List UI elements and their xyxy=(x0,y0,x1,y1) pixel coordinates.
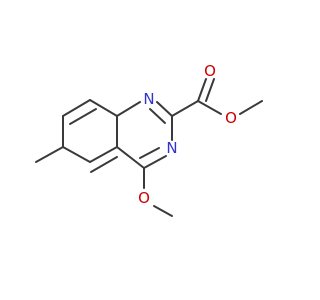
bond xyxy=(153,205,173,217)
bond xyxy=(89,146,118,163)
bond xyxy=(149,108,166,124)
bond xyxy=(197,100,222,115)
bond xyxy=(62,146,91,163)
molecule-svg: N N O O O xyxy=(35,62,263,217)
molecule-diagram: N N O O O xyxy=(35,62,263,217)
bond xyxy=(205,78,215,102)
bond xyxy=(156,101,173,117)
bonds xyxy=(35,78,263,217)
nitrogen-label: N xyxy=(166,139,177,157)
oxygen-label: O xyxy=(225,109,237,127)
bond xyxy=(197,78,207,102)
bond xyxy=(116,146,145,169)
bond xyxy=(69,108,97,125)
bond xyxy=(116,101,141,117)
oxygen-label: O xyxy=(204,62,216,80)
bond xyxy=(90,156,118,173)
oxygen-label: O xyxy=(138,189,150,207)
nitrogen-label: N xyxy=(143,90,154,108)
bond xyxy=(89,99,118,117)
atom-labels: N N O O O xyxy=(138,62,237,207)
bond xyxy=(143,155,167,169)
bond xyxy=(35,146,64,163)
bond xyxy=(139,147,160,159)
bond xyxy=(62,99,91,117)
bond xyxy=(239,100,263,115)
bond xyxy=(171,100,199,117)
